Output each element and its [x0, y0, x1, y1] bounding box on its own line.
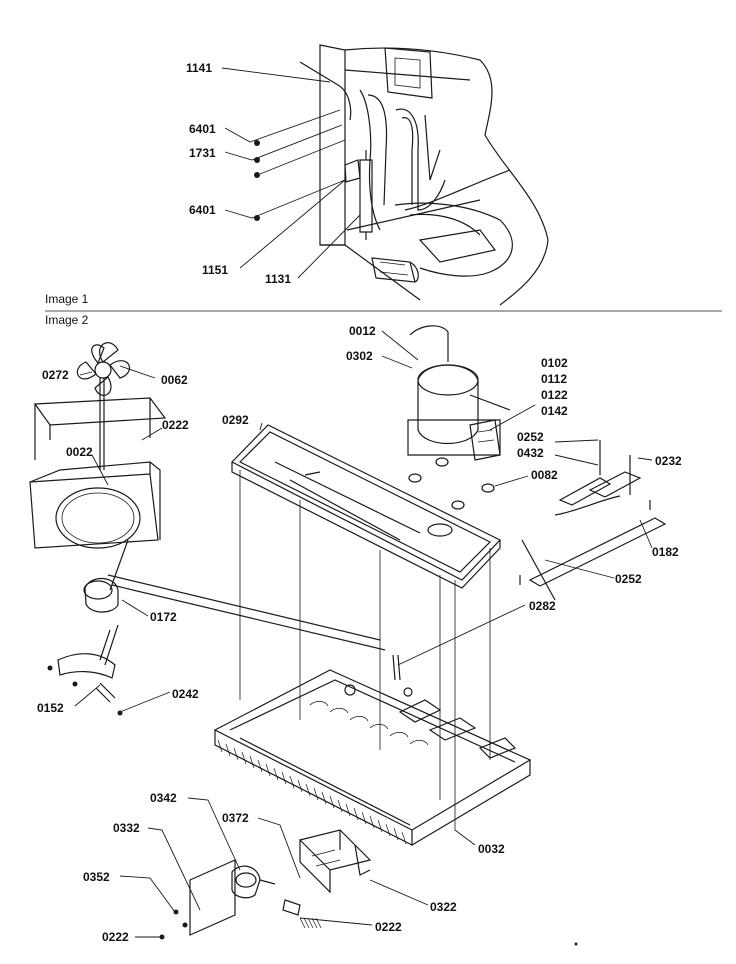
electrical-bracket — [519, 440, 667, 601]
callout-0222-right: 0222 — [375, 920, 402, 934]
callout-0242: 0242 — [172, 687, 199, 701]
callout-0112: 0112 — [541, 372, 567, 386]
callout-0352: 0352 — [83, 870, 110, 884]
callout-0182: 0182 — [652, 545, 679, 559]
callout-0032: 0032 — [478, 842, 505, 856]
callout-0102: 0102 — [541, 356, 568, 370]
callout-0012: 0012 — [349, 324, 376, 338]
callout-0332: 0332 — [113, 821, 140, 835]
callout-0222-left: 0222 — [102, 930, 129, 944]
callout-6401-lower: 6401 — [189, 203, 216, 217]
callout-1151: 1151 — [202, 263, 228, 277]
fan-blade — [76, 342, 131, 397]
control-assembly-0342 — [189, 859, 322, 936]
callout-0152: 0152 — [37, 701, 64, 715]
bracket-0322 — [298, 829, 372, 894]
callout-0432: 0432 — [517, 446, 544, 460]
callout-0232: 0232 — [655, 454, 682, 468]
callout-0252-lower: 0252 — [615, 572, 642, 586]
base-pan-0032 — [213, 669, 532, 846]
callout-0122: 0122 — [541, 388, 568, 402]
drain-tray-0292 — [231, 424, 501, 589]
callout-0082: 0082 — [531, 468, 558, 482]
callout-1141: 1141 — [186, 61, 212, 75]
callout-0322: 0322 — [430, 900, 457, 914]
image-2-machine-compartment: 0012 0302 0102 0112 0122 0142 0272 0062 … — [29, 324, 682, 946]
callout-1131: 1131 — [265, 272, 291, 286]
callout-0062: 0062 — [161, 373, 188, 387]
callout-0282: 0282 — [529, 599, 556, 613]
callout-0222-upper: 0222 — [162, 418, 189, 432]
callout-0342: 0342 — [150, 791, 177, 805]
callout-0022: 0022 — [66, 445, 93, 459]
callout-0142: 0142 — [541, 404, 568, 418]
callout-6401-upper: 6401 — [189, 122, 216, 136]
image-1-evaporator-assembly: 1141 6401 1731 6401 1151 1131 — [186, 44, 549, 306]
callout-0172: 0172 — [150, 610, 177, 624]
image-2-label: Image 2 — [45, 313, 89, 327]
compressor — [407, 325, 511, 461]
image-1-label: Image 1 — [45, 292, 89, 306]
callout-0292: 0292 — [222, 413, 249, 427]
callout-0272: 0272 — [42, 368, 69, 382]
callout-0302: 0302 — [346, 349, 373, 363]
callout-0372: 0372 — [222, 811, 249, 825]
callout-0252-upper: 0252 — [517, 430, 544, 444]
callout-1731: 1731 — [189, 146, 216, 160]
